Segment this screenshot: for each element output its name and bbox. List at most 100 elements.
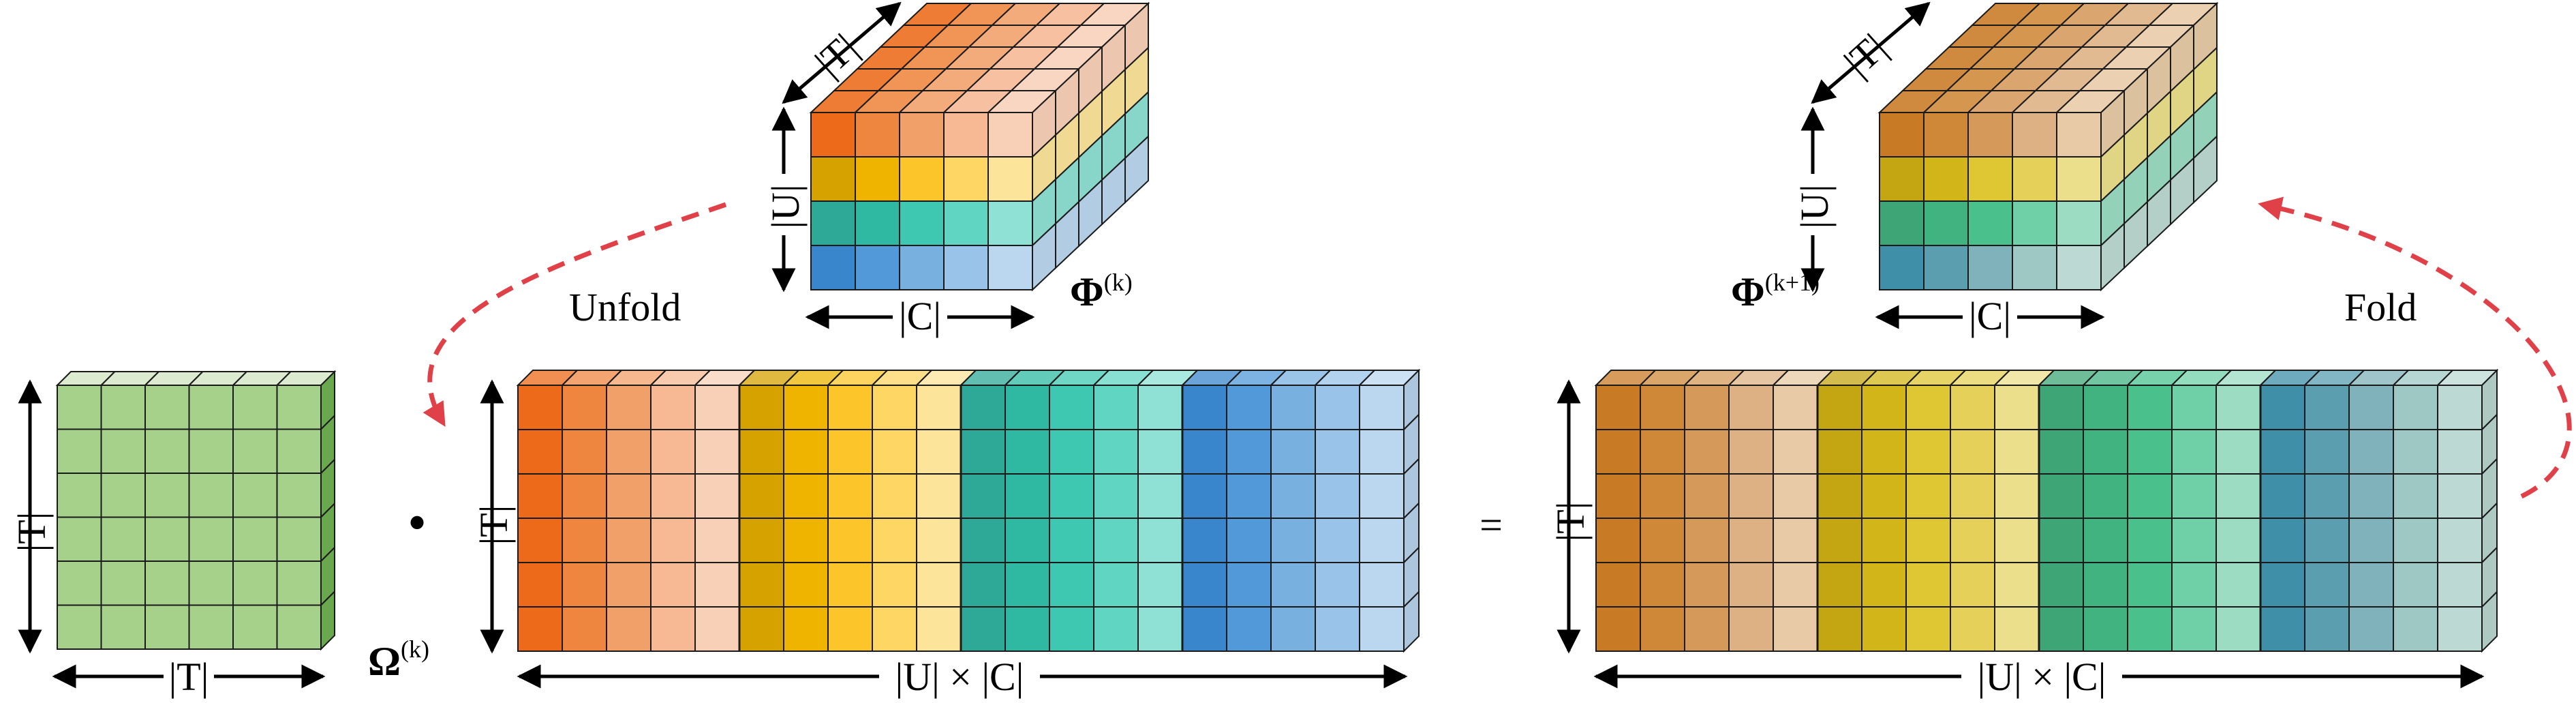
unfold-k-cell — [1270, 518, 1316, 563]
cube-k1-U-label: |U| — [1792, 184, 1837, 228]
cube-k1-front-cell — [2056, 112, 2102, 158]
unfold-k-cell — [606, 518, 651, 563]
unfold-k1-cell — [1640, 518, 1685, 563]
unfold-k-cell — [1226, 473, 1272, 519]
unfold-k-cell — [1182, 562, 1227, 608]
unfold-k-cell — [872, 429, 917, 475]
omega-cell — [188, 516, 234, 562]
unfold-k-cell — [1359, 385, 1405, 430]
unfold-k1-cell — [1595, 473, 1641, 519]
unfold-k-cell — [562, 562, 607, 608]
unfold-k1-cell — [2038, 473, 2084, 519]
unfold-k1-height-label: |T| — [1548, 502, 1593, 542]
unfold-k1-cell — [2127, 473, 2173, 519]
unfold-k-cell — [1049, 385, 1094, 430]
omega-cell — [232, 604, 278, 650]
unfold-k-cell — [827, 385, 873, 430]
unfold-k-cell — [739, 385, 784, 430]
omega-cell — [100, 516, 146, 562]
unfold-k1-cell — [2393, 562, 2438, 608]
phi-k-tensor-cube — [809, 1, 1150, 292]
unfold-k1-cell — [1728, 518, 1774, 563]
unfold-k1-cell — [1994, 518, 2040, 563]
unfold-k1-cell — [2304, 518, 2350, 563]
cube-k1-front-cell — [2056, 156, 2102, 202]
unfold-k1-cell — [2127, 606, 2173, 652]
cube-k1-front-cell — [2056, 245, 2102, 290]
unfold-k-cell — [606, 562, 651, 608]
cube-k-U-label: |U| — [763, 184, 808, 228]
unfold-k1-cell — [2304, 562, 2350, 608]
unfold-k-cell — [517, 385, 563, 430]
cube-k1-side-cell — [2193, 134, 2218, 205]
unfold-k-cell — [872, 518, 917, 563]
cube-k-C-label: |C| — [899, 294, 941, 338]
unfold-k1-cell — [1817, 429, 1862, 475]
unfold-k-cell — [1270, 429, 1316, 475]
unfold-k1-cell — [2083, 429, 2128, 475]
unfold-k1-cell — [1861, 429, 1907, 475]
cube-k1-front-cell — [1967, 112, 2013, 158]
unfold-k1-cell — [2348, 518, 2394, 563]
cube-k1-front-cell — [1967, 245, 2013, 290]
unfold-k1-cell — [2038, 562, 2084, 608]
unfold-k1-cell — [2304, 606, 2350, 652]
unfold-k1-cell — [2127, 518, 2173, 563]
unfold-k-cell — [960, 385, 1006, 430]
cube-k1-front-cell — [1879, 245, 1925, 290]
omega-height-label: |T| — [10, 512, 54, 552]
unfold-k1-cell — [2437, 473, 2483, 519]
cube-k1-front-cell — [2012, 156, 2057, 202]
cube-k1-front-cell — [1879, 112, 1925, 158]
omega-cell — [57, 385, 102, 430]
unfold-k-cell — [739, 606, 784, 652]
unfold-k1-cell — [1728, 606, 1774, 652]
unfold-k-cell — [1137, 429, 1183, 475]
unfold-k1-cell — [1994, 385, 2040, 430]
unfold-k-cell — [562, 473, 607, 519]
unfold-k1-cell — [1905, 518, 1951, 563]
unfold-k-cell — [1137, 385, 1183, 430]
cube-k-front-cell — [855, 200, 900, 246]
unfold-k1-cell — [1861, 606, 1907, 652]
unfold-k-cell — [916, 429, 962, 475]
unfold-k-cell — [694, 562, 740, 608]
unfold-k1-cell — [2348, 473, 2394, 519]
unfold-k-cell — [1093, 518, 1139, 563]
cube-k1-front-cell — [1923, 112, 1969, 158]
unfold-k1-cell — [2348, 606, 2394, 652]
unfold-k1-cell — [2393, 385, 2438, 430]
cube-k1-front-cell — [2012, 200, 2057, 246]
unfold-k1-cell — [1950, 473, 1995, 519]
omega-cell — [100, 604, 146, 650]
unfold-k1-cell — [2437, 562, 2483, 608]
unfold-k1-cell — [2260, 518, 2305, 563]
cube-k-front-cell — [899, 112, 945, 158]
unfold-k-cell — [1005, 606, 1050, 652]
phi-k1-letter: Φ — [1731, 269, 1765, 314]
unfold-k1-cell — [2304, 429, 2350, 475]
unfold-k1-cell — [1684, 473, 1730, 519]
cube-k-front-cell — [943, 200, 989, 246]
unfold-k-cell — [960, 518, 1006, 563]
unfold-k-cell — [1005, 385, 1050, 430]
unfold-k1-cell — [2083, 385, 2128, 430]
unfold-k1-cell — [1595, 385, 1641, 430]
unfold-k-cell — [1093, 562, 1139, 608]
unfold-k1-cell — [1905, 606, 1951, 652]
phi-k-superscript: (k) — [1104, 269, 1133, 296]
unfold-k1-cell — [1994, 562, 2040, 608]
cube-k1-front-cell — [1967, 200, 2013, 246]
omega-cell — [100, 428, 146, 474]
unfold-k1-cell — [1950, 562, 1995, 608]
unfold-k-cell — [1049, 429, 1094, 475]
unfold-k1-cell — [1861, 562, 1907, 608]
unfold-k-cell — [1315, 562, 1360, 608]
unfold-k-cell — [872, 562, 917, 608]
omega-cell — [57, 516, 102, 562]
omega-cell — [188, 560, 234, 606]
unfold-k1-cell — [2171, 473, 2217, 519]
omega-cell — [276, 516, 322, 562]
unfold-k1-cell — [1817, 473, 1862, 519]
unfold-k1-cell — [2127, 562, 2173, 608]
